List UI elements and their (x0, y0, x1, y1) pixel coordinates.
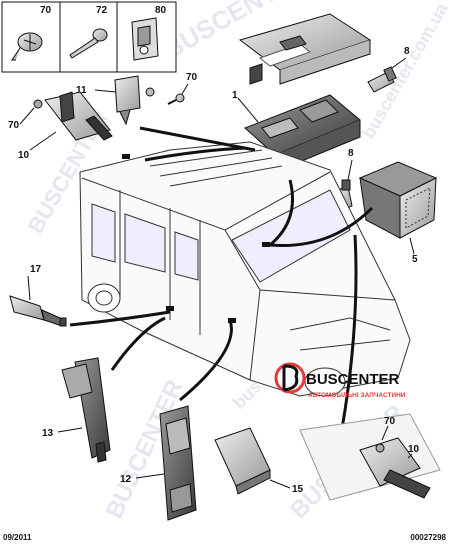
screw-icon (69, 28, 108, 59)
callout-12: 12 (120, 474, 132, 485)
side-lamp-unit (61, 357, 111, 463)
relay-module (114, 75, 155, 126)
callout-15: 15 (292, 484, 304, 495)
leader-line (391, 57, 407, 69)
logo-brand-text: BUSCENTER (306, 371, 400, 388)
callout-13: 13 (42, 428, 54, 439)
callout-8-upper: 8 (404, 46, 410, 57)
footer-ref: 00027298 (410, 533, 446, 542)
watermark-domain: buscenter.com.ua (358, 0, 450, 142)
bulb-icon (367, 66, 397, 93)
screw-icon (167, 93, 185, 105)
box-80-label: 80 (155, 5, 167, 16)
leader-line (269, 479, 291, 489)
leader-line (407, 453, 413, 459)
leader-line (19, 107, 35, 125)
callout-70-upper: 70 (186, 72, 198, 83)
mount-point (228, 318, 236, 323)
callout-5: 5 (412, 254, 418, 265)
callout-10-left: 10 (18, 150, 30, 161)
clip-nut-icon (131, 17, 159, 61)
van-outline (79, 141, 411, 397)
leader-line (181, 83, 189, 95)
footer-date: 09/2011 (3, 533, 32, 542)
lens-cover (214, 427, 271, 495)
callout-1: 1 (232, 90, 238, 101)
fastener-boxes: 70 72 80 (1, 1, 177, 73)
leader-line (27, 275, 31, 301)
rear-bulb-holder (299, 413, 441, 501)
callout-11: 11 (76, 85, 87, 96)
grille-lamp (358, 161, 438, 239)
logo-tagline-text: АВТОМОБІЛЬНІ ЗАПЧАСТИНИ (308, 392, 406, 399)
leader-line (94, 89, 117, 93)
leader-line (135, 473, 165, 479)
buscenter-logo: BUSCENTER АВТОМОБІЛЬНІ ЗАПЧАСТИНИ (274, 362, 406, 399)
leader-line (381, 425, 389, 441)
door-switch (9, 295, 67, 327)
leader-line (347, 159, 353, 181)
dome-lamp-base (238, 13, 372, 85)
connector-lines (69, 126, 374, 441)
box-72-label: 72 (96, 5, 108, 16)
callout-10-rear: 10 (408, 444, 420, 455)
callout-8-lower: 8 (348, 148, 354, 159)
screw-icon (11, 32, 43, 61)
callout-17: 17 (30, 264, 42, 275)
mount-point (122, 154, 130, 159)
leader-line (409, 237, 415, 255)
leader-line (29, 131, 57, 151)
leader-line (237, 97, 259, 123)
mount-point (166, 306, 174, 311)
bulb-holder (33, 91, 113, 141)
callout-70-left: 70 (8, 120, 20, 131)
mount-point (262, 242, 270, 247)
leader-line (57, 427, 83, 433)
door-lamp-unit (159, 405, 197, 521)
box-70-label: 70 (40, 5, 52, 16)
callout-70-rear: 70 (384, 416, 396, 427)
